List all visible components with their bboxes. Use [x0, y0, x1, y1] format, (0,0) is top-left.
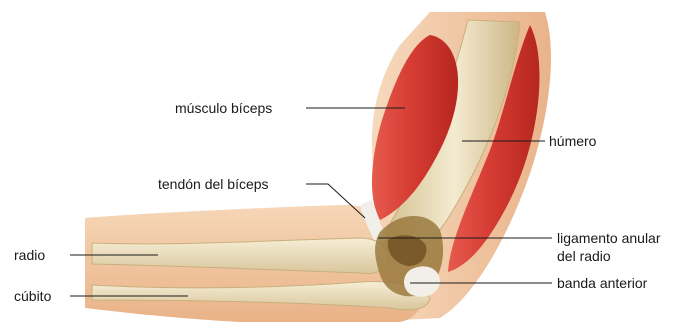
label-radius: radio [14, 247, 45, 263]
label-annular-ligament-line1: ligamento anular [557, 230, 661, 246]
label-humerus: húmero [549, 133, 596, 149]
label-annular-ligament-line2: del radio [557, 248, 611, 264]
label-biceps-tendon: tendón del bíceps [158, 176, 269, 192]
label-biceps-muscle: músculo bíceps [175, 100, 272, 116]
label-ulna: cúbito [14, 288, 51, 304]
label-anterior-band: banda anterior [557, 275, 647, 291]
anterior-band [404, 266, 440, 296]
